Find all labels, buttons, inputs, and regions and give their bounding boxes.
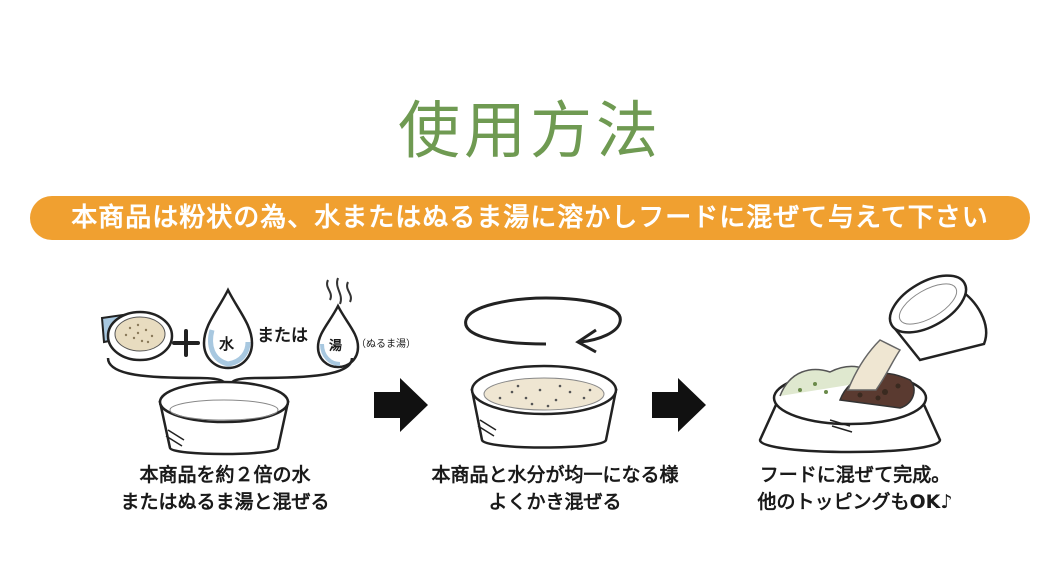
step1-caption-line1: 本商品を約２倍の水 (139, 464, 311, 486)
hot-water-label: 湯 (329, 339, 343, 354)
step2-caption-line1: 本商品と水分が均一になる様 (431, 464, 679, 486)
arrow-right-icon (652, 378, 706, 432)
steam-icon (326, 277, 352, 305)
or-label: または (257, 326, 308, 346)
bowl-icon (470, 364, 618, 449)
arrow-right-icon (374, 378, 428, 432)
step1-caption: 本商品を約２倍の水 またはぬるま湯と混ぜる (100, 462, 350, 516)
step3-caption: フードに混ぜて完成。 他のトッピングもOK♪ (740, 462, 970, 516)
step2-caption: 本商品と水分が均一になる様 よくかき混ぜる (410, 462, 700, 516)
step2-caption-line2: よくかき混ぜる (488, 491, 622, 513)
step3-caption-line2: 他のトッピングもOK♪ (757, 491, 953, 513)
hot-water-note: （ぬるま湯） (356, 339, 416, 350)
bowl-icon (158, 380, 290, 456)
pouring-cup-icon (846, 274, 988, 391)
water-drop-icon (202, 287, 254, 370)
step1-caption-line2: またはぬるま湯と混ぜる (120, 491, 330, 513)
hot-water-drop-icon (316, 303, 360, 369)
page-title: 使用方法 (397, 94, 662, 167)
water-label: 水 (219, 335, 235, 353)
scoop-icon (100, 310, 174, 362)
instruction-banner: 本商品は粉状の為、水またはぬるま湯に溶かしフードに混ぜて与えて下さい (30, 196, 1030, 240)
step3-caption-line1: フードに混ぜて完成。 (759, 464, 951, 486)
dog-food-bowl-icon (758, 365, 942, 454)
stir-arrow-icon (464, 296, 622, 354)
plus-icon (172, 329, 200, 357)
